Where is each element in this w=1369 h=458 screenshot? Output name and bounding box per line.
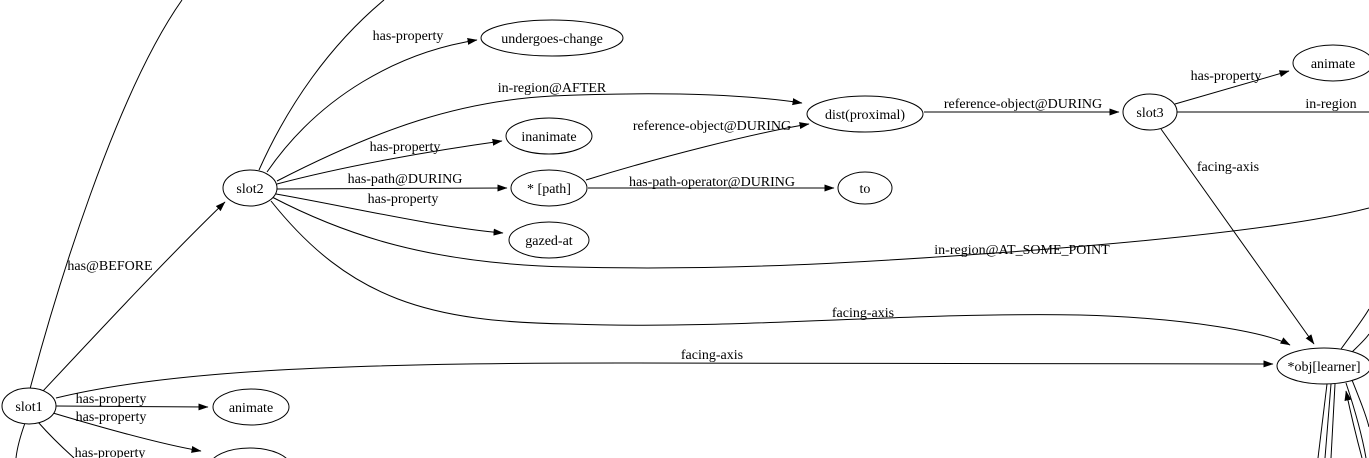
edge-label-slot1-obj-facing: facing-axis <box>681 348 743 363</box>
edge-label-slot2-inanimate: has-property <box>370 140 441 155</box>
edge-slot1-down-b <box>37 421 75 458</box>
edge-obj-stub-down-1 <box>1317 383 1328 458</box>
edge-obj-stub-downright-2 <box>1351 379 1369 428</box>
edge-label-slot1-animate: has-property <box>76 392 147 407</box>
edge-label-slot2-gazedat: has-property <box>368 192 439 207</box>
edge-slot1-down-a <box>15 422 26 458</box>
node-label-obj-learner: *obj[learner] <box>1287 360 1360 375</box>
node-ellipse-inanimate <box>505 117 593 155</box>
edge-slot3-obj <box>1160 128 1315 345</box>
edge-slot2-offtop <box>258 0 385 171</box>
node-dist-proximal: dist(proximal) <box>806 95 924 133</box>
node-label-slot3: slot3 <box>1136 106 1163 121</box>
edge-slot1-gazedat2 <box>52 412 202 453</box>
edge-slot2-undergoes <box>266 38 478 173</box>
edge-label-slot2-obj-facing: facing-axis <box>832 306 894 321</box>
node-ellipse-gazed-at-bottom <box>213 447 287 458</box>
edge-label-slot1-down-b: has-property <box>75 446 146 458</box>
node-ellipse-slot3 <box>1122 93 1178 131</box>
node-ellipse-slot2 <box>222 169 278 207</box>
edge-slot1-offtop <box>29 0 183 390</box>
node-label-slot2: slot2 <box>236 182 263 197</box>
edge-label-slot3-obj: facing-axis <box>1197 160 1259 175</box>
node-label-undergoes-change: undergoes-change <box>501 32 603 47</box>
edge-label-slot3-animate: has-property <box>1191 69 1262 84</box>
node-ellipse-gazed-at-mid <box>508 221 590 259</box>
node-label-to: to <box>860 182 871 197</box>
edge-path-dist <box>585 122 810 181</box>
node-gazed-at-bottom: gazed-at <box>213 447 287 458</box>
edge-label-slot1-gazedat2: has-property <box>76 410 147 425</box>
edge-label-slot2-dist: in-region@AFTER <box>498 81 607 96</box>
node-label-path: * [path] <box>527 182 571 197</box>
node-ellipse-animate-top <box>1292 44 1369 82</box>
edge-slot2-inanimate <box>276 138 503 185</box>
node-slot3: slot3 <box>1122 93 1178 131</box>
edge-label-path-to: has-path-operator@DURING <box>629 175 795 190</box>
edge-slot2-obj-facing <box>270 200 1291 346</box>
edge-obj-stub-downright-1 <box>1345 382 1367 458</box>
edge-slot3-animate <box>1174 70 1290 105</box>
edge-slot2-atsomepoint <box>271 196 1369 269</box>
node-slot2: slot2 <box>222 169 278 207</box>
node-animate-bottom: animate <box>212 388 290 426</box>
node-ellipse-dist-proximal <box>806 95 924 133</box>
node-ellipse-path <box>510 169 588 207</box>
edge-slot2-gazedat <box>275 193 504 236</box>
node-inanimate: inanimate <box>505 117 593 155</box>
node-to: to <box>837 171 893 205</box>
node-ellipse-animate-bottom <box>212 388 290 426</box>
node-obj-learner: *obj[learner] <box>1276 347 1369 385</box>
edge-obj-stub-down-2 <box>1324 383 1332 458</box>
node-ellipse-to <box>837 171 893 205</box>
node-animate-top: animate <box>1292 44 1369 82</box>
edge-slot1-animate <box>55 403 209 411</box>
edge-slot2-path <box>276 184 508 192</box>
node-label-inanimate: inanimate <box>521 130 576 145</box>
edges-layer: has@BEFORE has-property in-region@AFTER has… <box>15 0 1369 458</box>
edge-label-slot2-path: has-path@DURING <box>348 172 463 187</box>
edge-label-path-dist: reference-object@DURING <box>633 119 791 134</box>
node-ellipse-undergoes-change <box>480 19 624 57</box>
edge-slot2-dist <box>276 93 803 182</box>
edge-label-slot3-inregion-right: in-region <box>1305 97 1356 112</box>
edge-obj-stub-down-3 <box>1330 383 1336 458</box>
edge-label-slot2-undergoes: has-property <box>373 29 444 44</box>
node-gazed-at-mid: gazed-at <box>508 221 590 259</box>
edge-label-slot2-atsomepoint: in-region@AT_SOME_POINT <box>934 243 1110 258</box>
node-slot1: slot1 <box>1 387 57 425</box>
node-label-animate-top: animate <box>1311 57 1355 72</box>
node-ellipse-obj-learner <box>1276 347 1369 385</box>
edge-obj-stub-in-below <box>1344 390 1363 458</box>
node-path: * [path] <box>510 169 588 207</box>
edge-slot1-obj-facing <box>55 360 1274 399</box>
edge-label-slot1-slot2: has@BEFORE <box>67 259 152 274</box>
node-label-dist-proximal: dist(proximal) <box>825 108 905 123</box>
node-label-animate-bottom: animate <box>229 401 273 416</box>
node-undergoes-change: undergoes-change <box>480 19 624 57</box>
edge-label-dist-slot3: reference-object@DURING <box>944 97 1102 112</box>
nodes-layer: slot1 slot2 slot3 undergoes-change inanimate… <box>1 19 1369 458</box>
node-label-gazed-at-mid: gazed-at <box>525 234 573 249</box>
node-ellipse-slot1 <box>1 387 57 425</box>
node-label-slot1: slot1 <box>15 400 42 415</box>
edge-obj-stub-upright-1 <box>1340 308 1369 350</box>
edge-slot1-slot2 <box>42 201 226 392</box>
